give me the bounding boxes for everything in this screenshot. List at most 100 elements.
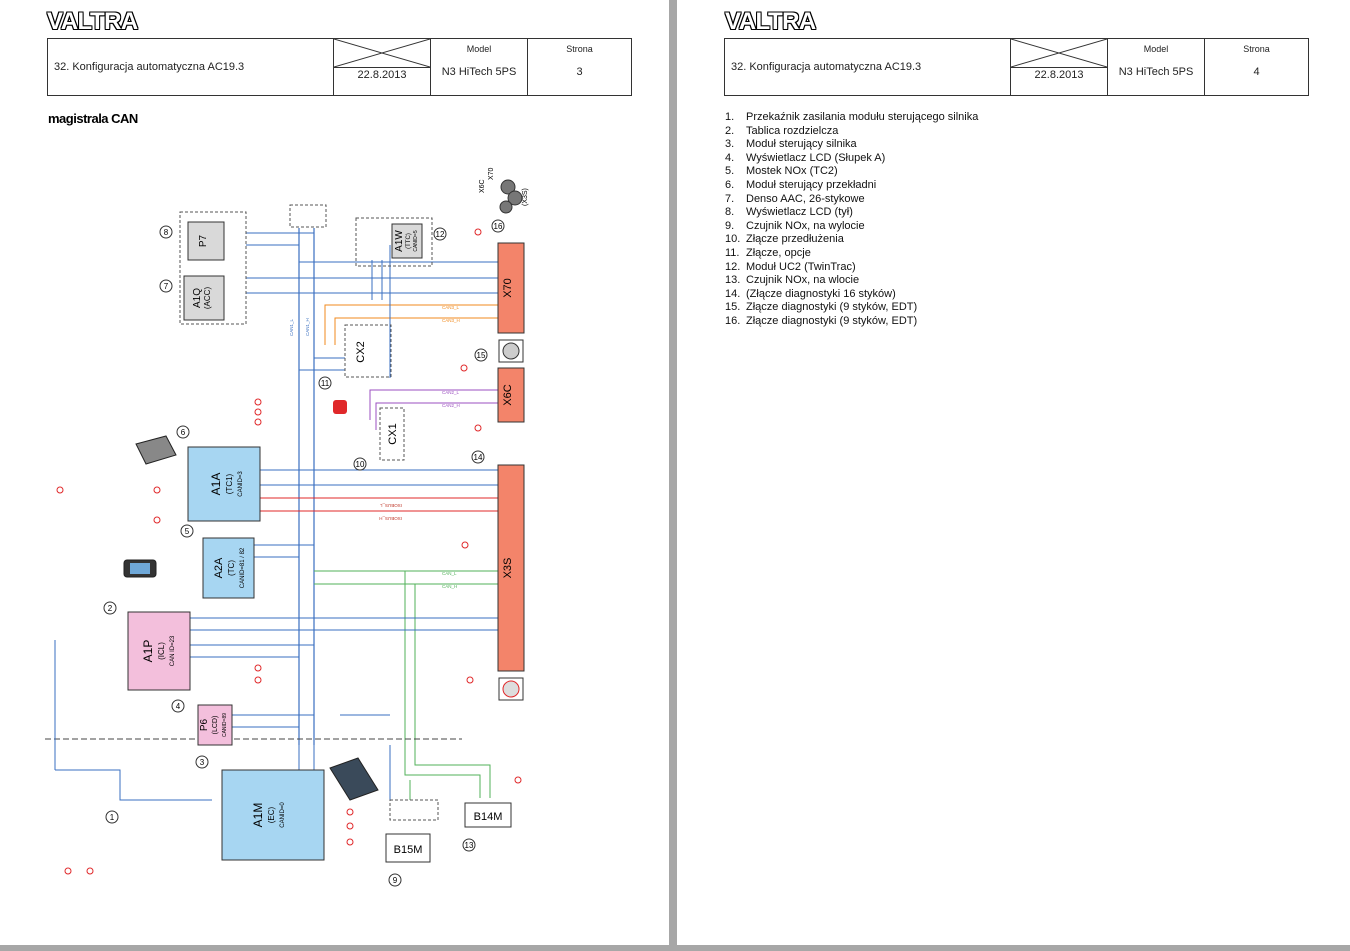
svg-text:B15M: B15M [394, 844, 423, 856]
svg-text:A1W: A1W [394, 230, 405, 252]
page-cell: Strona 4 [1204, 38, 1309, 96]
connector-x6c: X6C [497, 367, 525, 423]
legend-text: Złącze przedłużenia [746, 233, 844, 246]
callout-16: 16 [491, 219, 505, 233]
legend-text: Złącze diagnostyki (9 styków, EDT) [746, 301, 918, 314]
svg-text:X6C: X6C [479, 179, 486, 193]
svg-text:B14M: B14M [474, 811, 503, 823]
page-3: VALTRA 32. Konfiguracja automatyczna AC1… [0, 0, 669, 945]
can3-h-label: CAN3_H [442, 318, 460, 323]
component-legend: 1. Przekaźnik zasilania modułu sterująceg… [725, 111, 978, 329]
legend-text: Mostek NOx (TC2) [746, 165, 838, 178]
svg-text:X70: X70 [488, 167, 495, 180]
module-a2a: A2A (TC) CANID=81 / 82 [202, 537, 255, 599]
isobus-h-label: ISOBUS_H [379, 516, 402, 521]
svg-text:(X3S): (X3S) [522, 188, 529, 206]
diag-connector-15-face-icon [502, 342, 520, 360]
page-4: VALTRA 32. Konfiguracja automatyczna AC1… [677, 0, 1350, 945]
svg-text:CX2: CX2 [355, 341, 367, 362]
legend-number: 11. [725, 246, 740, 259]
doc-date: 22.8.2013 [357, 69, 407, 81]
svg-text:CAN ID=23: CAN ID=23 [170, 635, 176, 666]
legend-text: Przekaźnik zasilania modułu sterującego … [746, 111, 979, 123]
callout-12: 12 [433, 227, 447, 241]
callout-10: 10 [353, 457, 367, 471]
svg-text:A1A: A1A [209, 473, 223, 496]
svg-text:12: 12 [436, 230, 445, 239]
legend-text: Wyświetlacz LCD (Słupek A) [746, 151, 886, 164]
red-connector-icon [333, 400, 347, 414]
legend-number: 1. [725, 111, 735, 123]
sensor-b15m: B15M [385, 833, 431, 863]
svg-text:P7: P7 [198, 234, 209, 247]
legend-item: 11. Złącze, opcje [725, 247, 978, 261]
svg-text:(TC1): (TC1) [225, 473, 234, 494]
legend-number: 7. [725, 192, 735, 205]
svg-text:(EC): (EC) [267, 806, 276, 823]
svg-text:A1P: A1P [141, 640, 155, 663]
legend-number: 2. [725, 124, 735, 137]
nox-bridge-icon [123, 559, 157, 578]
legend-number: 10. [725, 233, 741, 246]
legend-item: 6.Moduł sterujący przekładni [725, 179, 978, 193]
cx1-outline [379, 407, 405, 461]
sensor-b14m: B14M [464, 802, 512, 828]
model-label: Model [466, 44, 492, 54]
svg-text:(LCD): (LCD) [212, 716, 219, 735]
legend-item: 16. Złącze diagnostyki (9 styków, EDT) [725, 315, 978, 329]
svg-text:(ICL): (ICL) [157, 642, 166, 660]
callout-3: 3 [195, 755, 209, 769]
module-a1p: A1P (ICL) CAN ID=23 [127, 611, 191, 691]
legend-item: 15. Złącze diagnostyki (9 styków, EDT) [725, 301, 978, 315]
connector-x3s: X3S [497, 464, 525, 672]
page-label: Strona [1243, 44, 1270, 54]
legend-item: 14.(Złącze diagnostyki 16 styków) [725, 288, 978, 302]
model-value: N3 HiTech 5PS [1118, 66, 1194, 78]
legend-text: Złącze, opcje [746, 246, 811, 259]
legend-number: 16. [725, 314, 741, 327]
legend-text: (Złącze diagnostyki 16 styków) [746, 287, 896, 300]
legend-item: 9.Czujnik NOx, na wylocie [725, 220, 978, 234]
module-p6: P6 (LCD) CANID=89 [197, 704, 233, 746]
legend-text: Czujnik NOx, na wylocie [746, 219, 865, 232]
isobus-l-label: ISOBUS_L [379, 503, 402, 508]
svg-text:4: 4 [176, 702, 181, 711]
legend-item: 12.Moduł UC2 (TwinTrac) [725, 261, 978, 275]
legend-number: 13. [725, 274, 741, 287]
callout-8: 8 [159, 225, 173, 239]
header-table: 32. Konfiguracja automatyczna AC19.3 22.… [724, 38, 1309, 96]
legend-text: Moduł UC2 (TwinTrac) [746, 260, 856, 273]
doc-title: 32. Konfiguracja automatyczna AC19.3 [724, 38, 1011, 96]
legend-item: 1. Przekaźnik zasilania modułu sterująceg… [725, 111, 978, 125]
svg-text:X3S: X3S [502, 558, 514, 579]
svg-text:CX1: CX1 [387, 423, 399, 444]
svg-text:6: 6 [181, 428, 186, 437]
svg-text:A1Q: A1Q [192, 288, 203, 308]
svg-text:A2A: A2A [213, 557, 225, 578]
diag-connector-14-face-icon [502, 680, 520, 698]
engine-ecu-icon [329, 757, 379, 801]
legend-number: 5. [725, 165, 735, 178]
legend-number: 4. [725, 151, 735, 164]
can3-l-label: CAN3_L [442, 305, 460, 310]
legend-text: Złącze diagnostyki (9 styków, EDT) [746, 314, 918, 327]
legend-number: 15. [725, 301, 741, 314]
model-label: Model [1143, 44, 1169, 54]
doc-date: 22.8.2013 [1034, 69, 1084, 81]
callout-6: 6 [176, 425, 190, 439]
legend-item: 2.Tablica rozdzielcza [725, 125, 978, 139]
svg-text:2: 2 [108, 604, 113, 613]
svg-text:X6C: X6C [502, 384, 514, 405]
doc-title: 32. Konfiguracja automatyczna AC19.3 [47, 38, 334, 96]
svg-text:14: 14 [474, 453, 483, 462]
valtra-logo: VALTRA [47, 8, 138, 35]
fuse-markers [56, 228, 522, 875]
page-label: Strona [566, 44, 593, 54]
svg-text:CANID=3: CANID=3 [238, 471, 244, 497]
svg-text:(TTC): (TTC) [406, 233, 412, 249]
x5x-connector-outline [289, 204, 327, 228]
can1-h-label: CAN1_H [305, 318, 310, 336]
svg-text:CANID=89: CANID=89 [222, 713, 228, 737]
cross-box-icon [1011, 39, 1107, 68]
svg-text:13: 13 [465, 841, 474, 850]
